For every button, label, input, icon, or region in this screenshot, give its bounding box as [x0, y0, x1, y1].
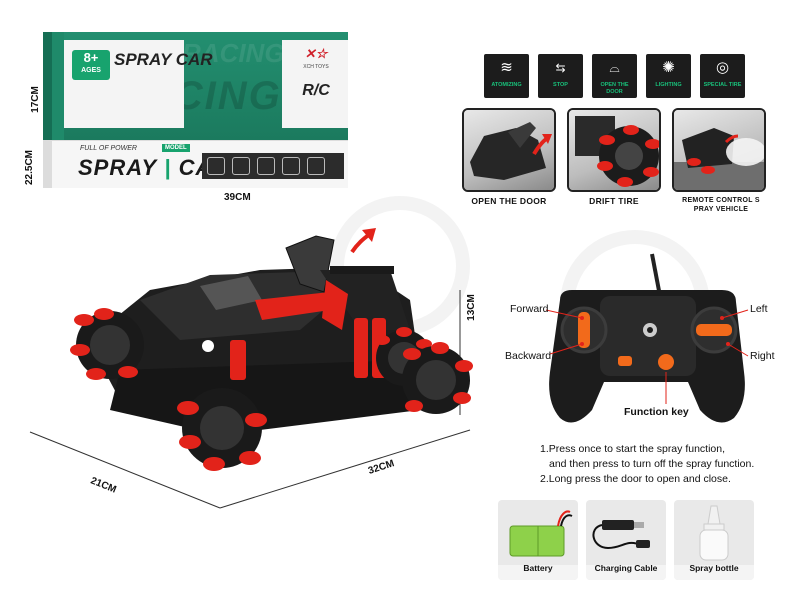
feature-label: ATOMIZING: [491, 82, 522, 88]
instruction-line: 1.Press once to start the spray function…: [540, 443, 726, 455]
feature-label: STOP: [553, 82, 568, 88]
box-feature-icon: [232, 157, 250, 175]
usb-cable-icon: [592, 520, 650, 550]
brand-logo-mark: ✕☆: [304, 46, 328, 61]
caption-spray-vehicle: REMOTE CONTROL S PRAY VEHICLE: [682, 197, 760, 213]
brand-logo: ✕☆ XCH TOYS: [292, 46, 340, 70]
accessory-label-bar: [586, 565, 666, 580]
tire-icon: ◎: [715, 59, 730, 76]
photo-spray-vehicle: [672, 108, 766, 192]
box-racing-watermark: RACING: [182, 38, 285, 68]
rc-logo: R/C: [302, 82, 330, 99]
feature-stop: ⇆ STOP: [538, 54, 583, 98]
label-charging-cable: Charging Cable: [594, 563, 658, 573]
caption-drift-tire: DRIFT TIRE: [589, 196, 639, 206]
accessory-label-bar: [498, 565, 578, 580]
label-function-key: Function key: [624, 406, 689, 418]
age-badge: 8+ AGES: [72, 50, 110, 80]
photo-drift-tire: [567, 108, 661, 192]
instruction-line: 2.Long press the door to open and close.: [540, 473, 731, 485]
brand-logo-text: XCH TOYS: [303, 64, 329, 70]
label-battery: Battery: [523, 563, 553, 573]
age-number: 8+: [83, 50, 99, 65]
feature-atomizing: ≋ ATOMIZING: [484, 54, 529, 98]
photo-tire: [575, 116, 659, 187]
stop-arrows-icon: ⇆: [555, 61, 566, 75]
box-window: RACING RACING 8+ AGES SPRAY CAR ✕☆ XCH T…: [52, 32, 348, 140]
age-label: AGES: [81, 67, 101, 74]
accessory-spray-bottle: [674, 500, 754, 580]
battery-icon: [509, 510, 573, 557]
label-spray-bottle: Spray bottle: [689, 563, 739, 573]
feature-lighting: ✺ LIGHTING: [646, 54, 691, 98]
box-brand-title: SPRAY CAR: [114, 50, 213, 69]
feature-label: OPEN THE DOOR: [600, 82, 629, 95]
feature-open-door: ⌓ OPEN THE DOOR: [592, 54, 637, 98]
car-body: [88, 235, 420, 435]
car-door-icon: ⌓: [609, 60, 620, 75]
label-backward: Backward: [505, 350, 552, 362]
spray-bottle-icon: [699, 505, 729, 561]
product-box: RACING RACING 8+ AGES SPRAY CAR ✕☆ XCH T…: [43, 32, 348, 188]
accessory-label-bar: [674, 565, 754, 580]
caption-open-door: OPEN THE DOOR: [471, 196, 547, 206]
box-feature-icon: [257, 157, 275, 175]
photo-spray: [674, 128, 764, 190]
feature-label: LIGHTING: [655, 82, 682, 88]
photo-car-door: [470, 122, 552, 180]
box-tagline: FULL OF POWER: [80, 145, 137, 152]
product-name-spray: SPRAY: [78, 155, 158, 180]
accessory-battery: [498, 500, 578, 580]
light-bulb-icon: ✺: [662, 59, 675, 76]
box-width-label: 39CM: [224, 192, 251, 203]
instruction-line: and then press to turn off the spray fun…: [549, 458, 755, 470]
spray-icon: ≋: [500, 59, 513, 76]
instructions: 1.Press once to start the spray function…: [540, 442, 754, 487]
feature-label: SPECIAL TIRE: [703, 82, 742, 88]
box-front-strip: FULL OF POWER MODEL SPRAY | CAR: [52, 140, 348, 188]
model-tag: MODEL: [162, 144, 190, 152]
label-forward: Forward: [510, 303, 549, 315]
label-left: Left: [750, 303, 768, 315]
box-logo-panel: [282, 40, 348, 128]
accessory-charging-cable: [586, 500, 666, 580]
photo-open-door: [462, 108, 556, 192]
feature-special-tire: ◎ SPECIAL TIRE: [700, 54, 745, 98]
car-wheels: [70, 308, 473, 471]
box-feature-icon: [207, 157, 225, 175]
box-feature-icons: [202, 153, 344, 179]
label-right: Right: [750, 350, 775, 362]
box-feature-icon: [282, 157, 300, 175]
box-feature-icon: [307, 157, 325, 175]
